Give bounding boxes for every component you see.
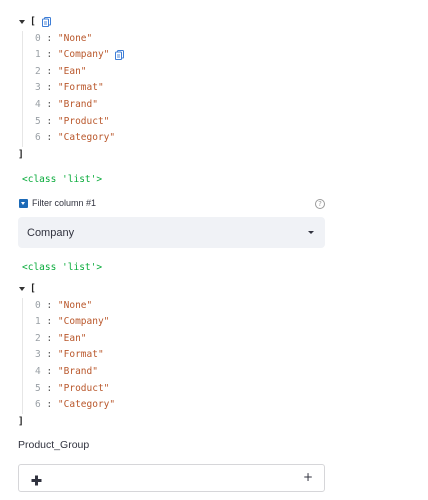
json-item: 6 : "Category" [35,132,116,144]
item-index: 6 [35,132,41,144]
collapse-caret-icon[interactable] [19,287,25,292]
item-value: "Brand" [57,365,98,377]
item-index: 5 [35,382,41,394]
json-item: 4 : "Brand" [35,98,98,110]
item-value: "Ean" [57,332,87,344]
json-items: 0 : "None" 1 : "Company" 2 : "Ean" 3 : "… [22,30,125,147]
item-value: "Category" [57,399,116,411]
json-items: 0 : "None" 1 : "Company" 2 : "Ean" 3 : "… [22,297,116,414]
json-viewer-2: [ 0 : "None" 1 : "Company" 2 : "Ean" 3 :… [18,281,115,430]
filter-column-select[interactable]: Company [18,217,325,248]
collapse-caret-icon[interactable] [19,20,25,25]
json-item: 6 : "Category" [35,399,116,411]
item-index: 1 [35,49,41,61]
product-group-add-container: + [18,464,325,492]
item-index: 4 [35,365,41,377]
json-item: 3 : "Format" [35,349,104,361]
item-value: "Product" [57,382,110,394]
item-index: 1 [35,316,41,328]
json-item: 1 : "Company" [35,316,110,328]
add-button[interactable]: + [302,470,313,484]
product-group-label: Product_Group [18,439,90,451]
item-value: "Ean" [57,65,87,77]
json-item: 0 : "None" [35,32,93,44]
json-close-row: ] [18,414,115,431]
item-index: 2 [35,332,41,344]
item-value: "None" [57,299,93,311]
item-index: 5 [35,115,41,127]
item-value: "Company" [57,316,110,328]
item-value: "Company" [57,49,110,61]
item-index: 4 [35,98,41,110]
item-value: "Category" [57,132,116,144]
select-value: Company [27,226,75,239]
item-index: 3 [35,82,41,94]
item-index: 2 [35,65,41,77]
json-item: 5 : "Product" [35,115,110,127]
open-bracket: [ [30,283,36,294]
clipboard-copy-icon[interactable] [41,17,51,28]
chevron-down-icon [308,231,314,234]
json-item: 3 : "Format" [35,82,104,94]
item-index: 0 [35,32,41,44]
class-output: <class 'list'> [22,262,103,273]
clipboard-copy-icon[interactable] [115,49,125,60]
close-bracket: ] [18,148,24,160]
move-cross-icon[interactable] [31,473,42,486]
open-bracket: [ [30,16,36,27]
item-index: 3 [35,349,41,361]
json-item: 4 : "Brand" [35,365,98,377]
item-value: "Product" [57,115,110,127]
filter-label-text: Filter column #1 [32,198,97,208]
json-item: 2 : "Ean" [35,332,87,344]
question-circle-icon[interactable]: ? [315,199,325,209]
item-value: "Format" [57,82,104,94]
json-item: 2 : "Ean" [35,65,87,77]
class-output: <class 'list'> [22,174,103,185]
filter-expand-icon[interactable] [19,198,28,208]
json-item: 0 : "None" [35,299,93,311]
json-close-row: ] [18,147,124,164]
json-open-row: [ [18,14,124,31]
json-item: 1 : "Company" [35,47,125,64]
json-item: 5 : "Product" [35,382,110,394]
item-value: "Brand" [57,98,98,110]
json-open-row: [ [18,281,115,298]
filter-label: Filter column #1 [19,198,96,208]
item-index: 0 [35,299,41,311]
close-bracket: ] [18,415,24,427]
item-value: "Format" [57,349,104,361]
item-index: 6 [35,399,41,411]
item-value: "None" [57,32,93,44]
json-viewer-1: [ 0 : "None" 1 : "Company" 2 : "Ean" 3 :… [18,14,125,164]
